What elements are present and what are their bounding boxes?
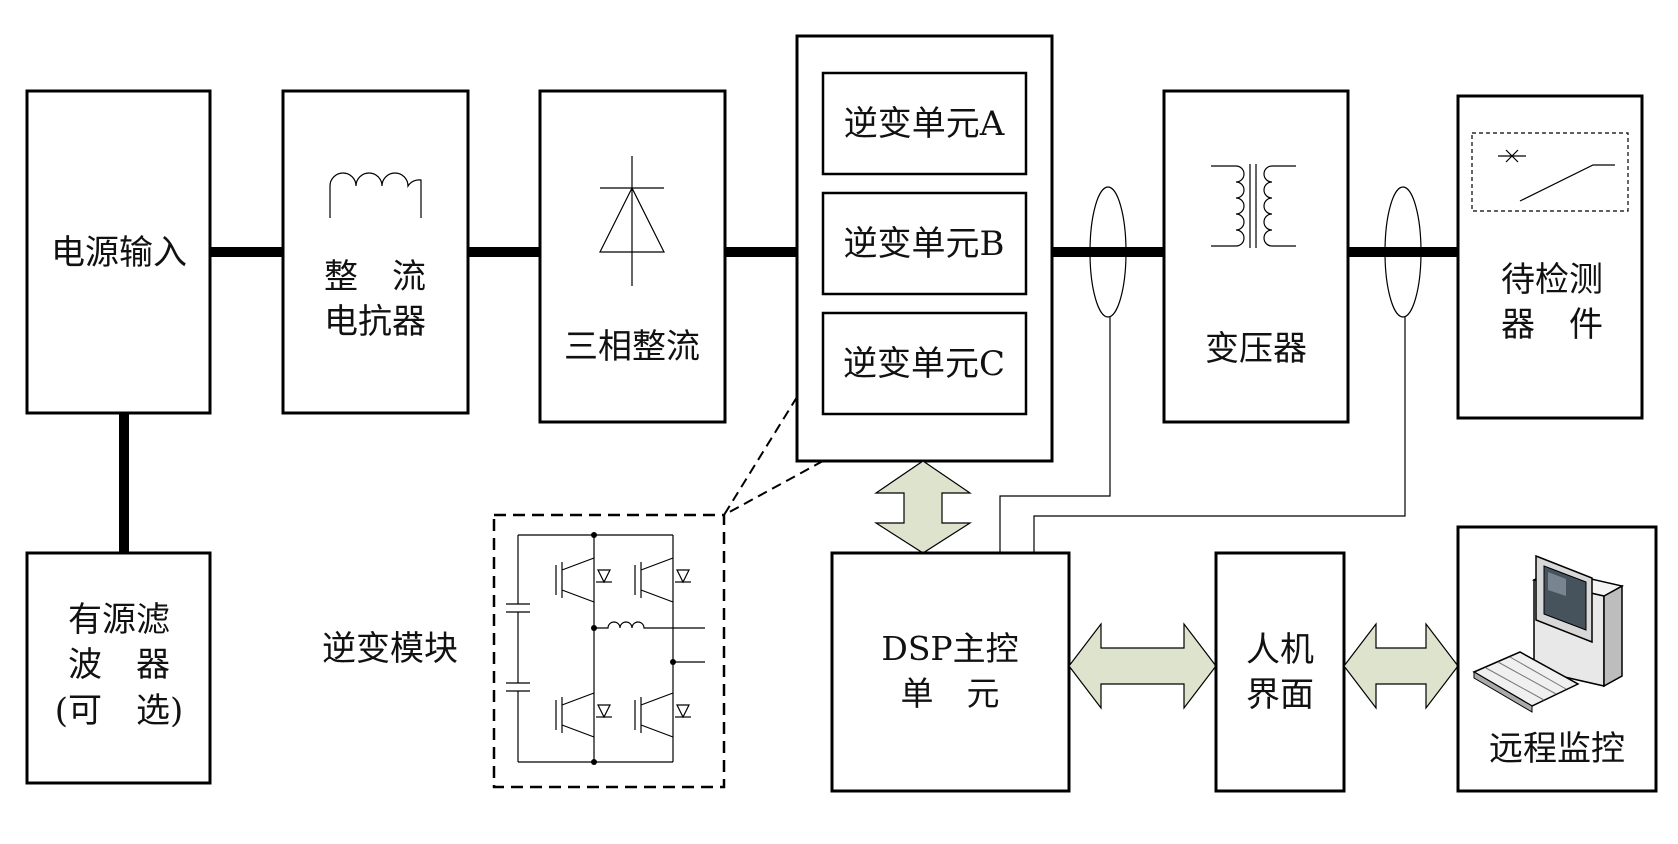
dsp-label-1: DSP主控 xyxy=(881,629,1018,668)
current-transformer-icon xyxy=(999,186,1127,553)
inductor-coil-icon xyxy=(329,172,422,218)
rectifier-reactor-block: 整 流 电抗器 xyxy=(281,89,470,415)
three-phase-rectifier-label: 三相整流 xyxy=(564,327,700,367)
inverter-unit-a-label: 逆变单元A xyxy=(844,104,1005,144)
inverter-units-block: 逆变单元A 逆变单元B 逆变单元C xyxy=(795,34,1054,463)
diode-icon xyxy=(599,156,665,286)
device-under-test-block: 待检测 器 件 xyxy=(1456,94,1644,420)
inverter-dsp-arrow xyxy=(873,460,973,554)
transformer-block: 变压器 xyxy=(1162,89,1350,424)
hmi-label-1: 人机 xyxy=(1246,630,1314,670)
dsp-hmi-arrow xyxy=(1068,622,1217,710)
dut-label-2: 器 件 xyxy=(1501,305,1603,345)
power-bus xyxy=(119,247,1458,553)
power-input-label: 电源输入 xyxy=(51,233,187,273)
transformer-icon xyxy=(1211,164,1296,248)
remote-monitor-label: 远程监控 xyxy=(1489,729,1625,769)
computer-icon xyxy=(1472,554,1625,713)
transformer-label: 变压器 xyxy=(1205,329,1307,369)
inverter-module-label: 逆变模块 xyxy=(322,629,458,669)
three-phase-rectifier-block: 三相整流 xyxy=(538,89,727,424)
dut-label-1: 待检测 xyxy=(1501,260,1603,300)
remote-monitor-block: 远程监控 xyxy=(1456,525,1658,793)
active-filter-label-3: (可 选) xyxy=(55,691,184,731)
hmi-remote-arrow xyxy=(1343,622,1459,710)
hmi-block: 人机 界面 xyxy=(1214,551,1346,793)
dsp-block: DSP主控 单 元 xyxy=(830,551,1071,793)
inverter-unit-b-label: 逆变单元B xyxy=(844,224,1005,264)
active-filter-label-1: 有源滤 xyxy=(68,600,170,640)
igbt-bridge-schematic xyxy=(506,532,705,765)
rectifier-reactor-label-1: 整 流 xyxy=(324,257,426,297)
inverter-unit-c-label: 逆变单元C xyxy=(843,344,1005,384)
active-filter-label-2: 波 器 xyxy=(68,645,170,685)
power-input-block: 电源输入 xyxy=(25,89,212,415)
switch-icon xyxy=(1498,149,1615,202)
rectifier-reactor-label-2: 电抗器 xyxy=(324,302,426,342)
inverter-module-detail: 逆变模块 xyxy=(322,396,824,789)
hmi-label-2: 界面 xyxy=(1246,675,1314,715)
dsp-label-2: 单 元 xyxy=(901,674,1000,713)
active-filter-block: 有源滤 波 器 (可 选) xyxy=(25,551,212,785)
current-transformer-icon-2 xyxy=(1033,186,1422,553)
